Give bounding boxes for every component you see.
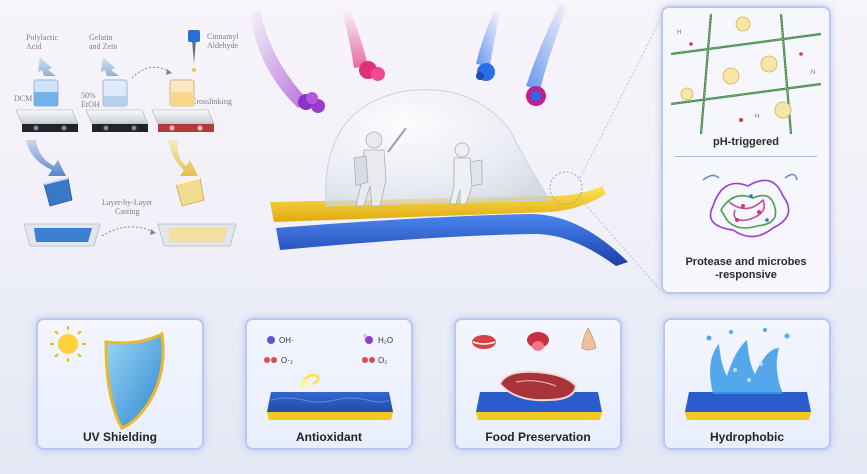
microbe-trail-purple (250, 10, 308, 108)
antioxidant-illustration (264, 334, 393, 420)
protease-diagram (702, 173, 798, 238)
figure-swordsman-icon (353, 127, 407, 207)
blue-film (276, 214, 628, 266)
beaker-yellow (175, 177, 205, 207)
curved-arrow-blue (26, 140, 66, 176)
microbe-trail-pink (342, 10, 368, 68)
tray-blue (23, 223, 101, 247)
yellow-pad (685, 412, 811, 420)
chem-h2o: H₂O (378, 336, 394, 345)
sun-icon (50, 326, 86, 362)
hydrophobic-illustration (685, 328, 811, 420)
microbe-trail-blue-1 (476, 12, 500, 66)
chem-o2: O₂ (378, 356, 388, 365)
label-layer-casting: Layer-by-Layer Casting (102, 198, 153, 217)
oxygen-icon (362, 357, 368, 363)
protective-dome (325, 89, 551, 207)
shield-icon (104, 331, 165, 430)
arrow-pla (38, 57, 56, 76)
card-title-uv-shielding: UV Shielding (82, 430, 157, 444)
tongue-icon (527, 332, 549, 351)
microbe-pink-icon (359, 61, 385, 81)
zoom-circle (549, 171, 583, 205)
protease-label: Protease and microbes -responsive (685, 256, 807, 282)
stirrer-crosslinking (151, 79, 215, 132)
microbe-blue-icon (476, 63, 495, 81)
pipette-icon (188, 30, 200, 72)
label-dcm: DCM (14, 94, 33, 103)
nose-icon (581, 327, 597, 351)
ph-triggered-label: pH-triggered (713, 136, 779, 148)
label-etoh: 50% EtOH (81, 91, 100, 110)
card-uv-shielding: UV Shielding (36, 318, 204, 450)
card-antioxidant: OH· H₂O O·₂ O₂ Antioxidant (245, 318, 413, 450)
svg-text:H: H (755, 114, 759, 120)
dotted-arrow-bottom (101, 226, 155, 237)
microbe-trail-blue-2 (526, 4, 568, 90)
yellow-pad (476, 412, 602, 420)
blue-pad (685, 392, 811, 412)
beaker-blue (43, 177, 73, 207)
preparation-diagram (15, 30, 237, 247)
yellow-film (270, 186, 606, 222)
label-crosslinking: Crosslinking (191, 97, 232, 106)
steak-icon (498, 370, 578, 402)
figure-shield-icon (449, 142, 483, 205)
blue-pad (267, 392, 393, 412)
mechanism-panel: H N H pH-triggered Protease and microbes -… (661, 6, 831, 294)
card-title-antioxidant: Antioxidant (296, 430, 362, 444)
stirrer-etoh (85, 79, 149, 132)
card-title-food-preservation: Food Preservation (485, 430, 591, 444)
stirrer-dcm (15, 79, 79, 132)
svg-text:N: N (811, 70, 815, 76)
tray-yellow (157, 223, 237, 247)
card-hydrophobic: Hydrophobic (663, 318, 831, 450)
chem-o2-minus: O·₂ (281, 356, 293, 365)
blue-pad (476, 392, 602, 412)
zoom-line-top (579, 19, 661, 179)
microbe-magenta-icon (526, 86, 546, 106)
water-splash-icon (706, 328, 790, 394)
ph-network-diagram: H N H (670, 13, 822, 135)
label-cinnamyl-aldehyde: Cinnamyl Aldehyde (207, 32, 239, 51)
arrow-gelatin (101, 57, 119, 76)
center-scene (250, 4, 661, 291)
microbe-purple-icon (298, 92, 325, 113)
lips-icon (472, 335, 496, 349)
label-polylactic-acid: Polylactic Acid (26, 33, 58, 52)
svg-text:H: H (677, 30, 681, 36)
panel-divider (675, 156, 817, 157)
uv-shield-illustration (50, 326, 165, 430)
food-illustration (472, 327, 602, 420)
zoom-line-bottom (579, 197, 661, 291)
curved-arrow-yellow (168, 140, 198, 176)
card-food-preservation: Food Preservation (454, 318, 622, 450)
superoxide-icon (264, 357, 270, 363)
dotted-arrow-top (131, 66, 171, 79)
oh-radical-icon (267, 336, 275, 344)
card-title-hydrophobic: Hydrophobic (710, 430, 784, 444)
chem-oh: OH· (279, 336, 294, 345)
yellow-pad (267, 412, 393, 420)
label-gelatin-zein: Gelatin and Zein (89, 33, 118, 52)
